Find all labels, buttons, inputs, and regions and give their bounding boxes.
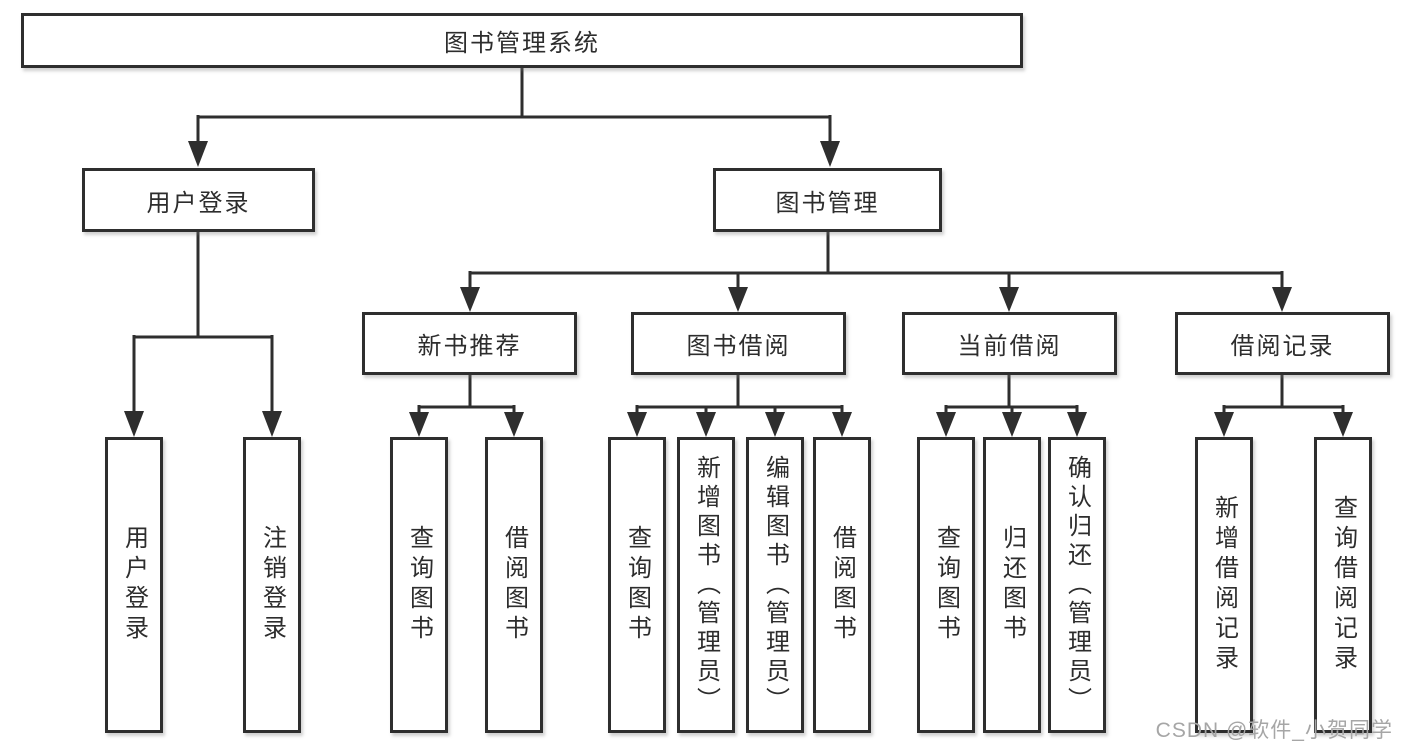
node-book-management: 图书管理 — [713, 168, 942, 232]
leaf-add-borrow-record-label: 新增借阅记录 — [1210, 495, 1238, 675]
node-user-login: 用户登录 — [82, 168, 315, 232]
leaf-confirm-return-admin-label: 确认归还（管理员） — [1063, 454, 1091, 716]
node-root: 图书管理系统 — [21, 13, 1023, 68]
leaf-query-books-borrow-label: 查询图书 — [623, 525, 651, 645]
node-root-label: 图书管理系统 — [444, 30, 600, 57]
connector-user-login-children — [124, 230, 282, 437]
node-current-borrow-label: 当前借阅 — [957, 333, 1062, 360]
leaf-borrow-books-recommend-label: 借阅图书 — [500, 525, 528, 645]
node-borrow-records: 借阅记录 — [1175, 312, 1390, 375]
leaf-add-borrow-record: 新增借阅记录 — [1195, 437, 1253, 733]
leaf-query-books-recommend: 查询图书 — [390, 437, 448, 733]
leaf-borrow-books: 借阅图书 — [813, 437, 871, 733]
node-book-borrow: 图书借阅 — [631, 312, 846, 375]
node-current-borrow: 当前借阅 — [902, 312, 1117, 375]
leaf-user-login-label: 用户登录 — [120, 525, 148, 645]
connector-borrow-record-children — [1214, 373, 1353, 437]
leaf-edit-books-admin-label: 编辑图书（管理员） — [761, 454, 789, 716]
leaf-borrow-books-recommend: 借阅图书 — [485, 437, 543, 733]
watermark: CSDN @软件_小贺同学 — [1155, 719, 1393, 742]
connector-book-borrow-children — [627, 373, 852, 437]
node-borrow-records-label: 借阅记录 — [1230, 333, 1335, 360]
leaf-add-books-admin-label: 新增图书（管理员） — [692, 454, 720, 716]
node-book-borrow-label: 图书借阅 — [686, 333, 791, 360]
leaf-return-books: 归还图书 — [983, 437, 1041, 733]
node-user-login-label: 用户登录 — [146, 189, 251, 217]
connector-new-book-children — [409, 373, 524, 437]
leaf-borrow-books-label: 借阅图书 — [828, 525, 856, 645]
leaf-query-books-current: 查询图书 — [917, 437, 975, 733]
leaf-confirm-return-admin: 确认归还（管理员） — [1048, 437, 1106, 733]
leaf-edit-books-admin: 编辑图书（管理员） — [746, 437, 804, 733]
node-book-management-label: 图书管理 — [775, 189, 880, 217]
leaf-user-login: 用户登录 — [105, 437, 163, 733]
leaf-query-borrow-record: 查询借阅记录 — [1314, 437, 1372, 733]
leaf-query-books-recommend-label: 查询图书 — [405, 525, 433, 645]
leaf-logout-label: 注销登录 — [258, 525, 286, 645]
leaf-return-books-label: 归还图书 — [998, 525, 1026, 645]
connector-current-borrow-children — [936, 373, 1087, 437]
leaf-query-borrow-record-label: 查询借阅记录 — [1329, 495, 1357, 675]
leaf-query-books-borrow: 查询图书 — [608, 437, 666, 733]
connector-root-to-level2 — [188, 66, 840, 167]
leaf-add-books-admin: 新增图书（管理员） — [677, 437, 735, 733]
leaf-query-books-current-label: 查询图书 — [932, 525, 960, 645]
connector-book-management-to-level3 — [460, 230, 1292, 312]
leaf-logout: 注销登录 — [243, 437, 301, 733]
node-new-book-recommend-label: 新书推荐 — [417, 333, 522, 360]
node-new-book-recommend: 新书推荐 — [362, 312, 577, 375]
